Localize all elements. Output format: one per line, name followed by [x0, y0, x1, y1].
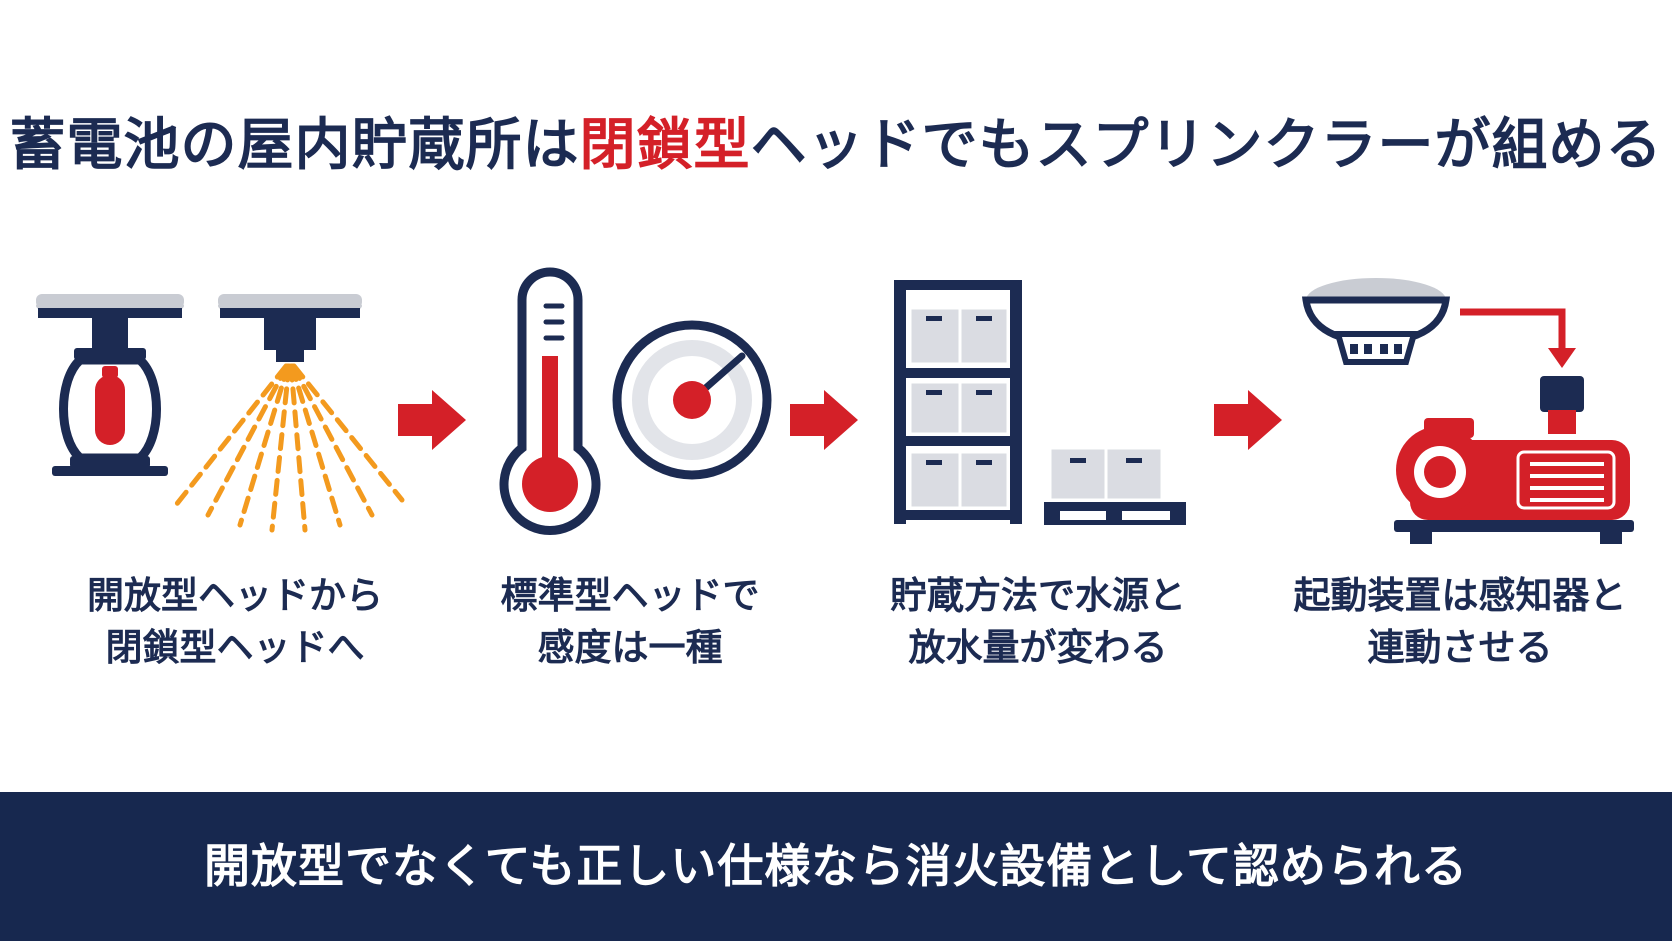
- title-after: ヘッドでもスプリンクラーが組める: [750, 113, 1663, 178]
- closed-sprinkler-head-icon: [36, 294, 184, 476]
- open-sprinkler-head-icon: [173, 294, 405, 533]
- title-before: 蓄電池の屋内貯蔵所は: [9, 113, 580, 178]
- fire-pump-icon: [1394, 376, 1634, 544]
- step-1-line-1: 開放型ヘッドから: [87, 574, 383, 617]
- step-2-caption: 標準型ヘッドで 感度は一種: [430, 570, 830, 674]
- diagram-illustrations: [36, 267, 1634, 544]
- step-3-line-2: 放水量が変わる: [908, 626, 1168, 669]
- storage-rack-icon: [894, 280, 1186, 525]
- step-1-line-2: 閉鎖型ヘッドへ: [105, 626, 365, 669]
- thermometer-icon: [499, 267, 601, 535]
- step-4-line-2: 連動させる: [1367, 626, 1553, 669]
- step-3-caption: 貯蔵方法で水源と 放水量が変わる: [838, 570, 1238, 674]
- page-title: 蓄電池の屋内貯蔵所は閉鎖型ヘッドでもスプリンクラーが組める: [0, 100, 1672, 181]
- arrow-right-icon: [790, 390, 858, 450]
- step-4-line-1: 起動装置は感知器と: [1293, 574, 1627, 617]
- footer-banner: 開放型でなくても正しい仕様なら消火設備として認められる: [0, 792, 1672, 941]
- arrow-right-icon: [398, 390, 466, 450]
- detector-icon: [1301, 278, 1451, 365]
- step-4-caption: 起動装置は感知器と 連動させる: [1260, 570, 1660, 674]
- step-1-caption: 開放型ヘッドから 閉鎖型ヘッドへ: [35, 570, 435, 674]
- link-arrow-icon: [1460, 308, 1576, 368]
- gauge-icon: [612, 320, 772, 480]
- step-2-line-1: 標準型ヘッドで: [500, 574, 760, 617]
- title-accent: 閉鎖型: [579, 113, 751, 178]
- step-3-line-1: 貯蔵方法で水源と: [890, 574, 1186, 617]
- step-2-line-2: 感度は一種: [537, 626, 723, 669]
- arrow-right-icon: [1214, 390, 1282, 450]
